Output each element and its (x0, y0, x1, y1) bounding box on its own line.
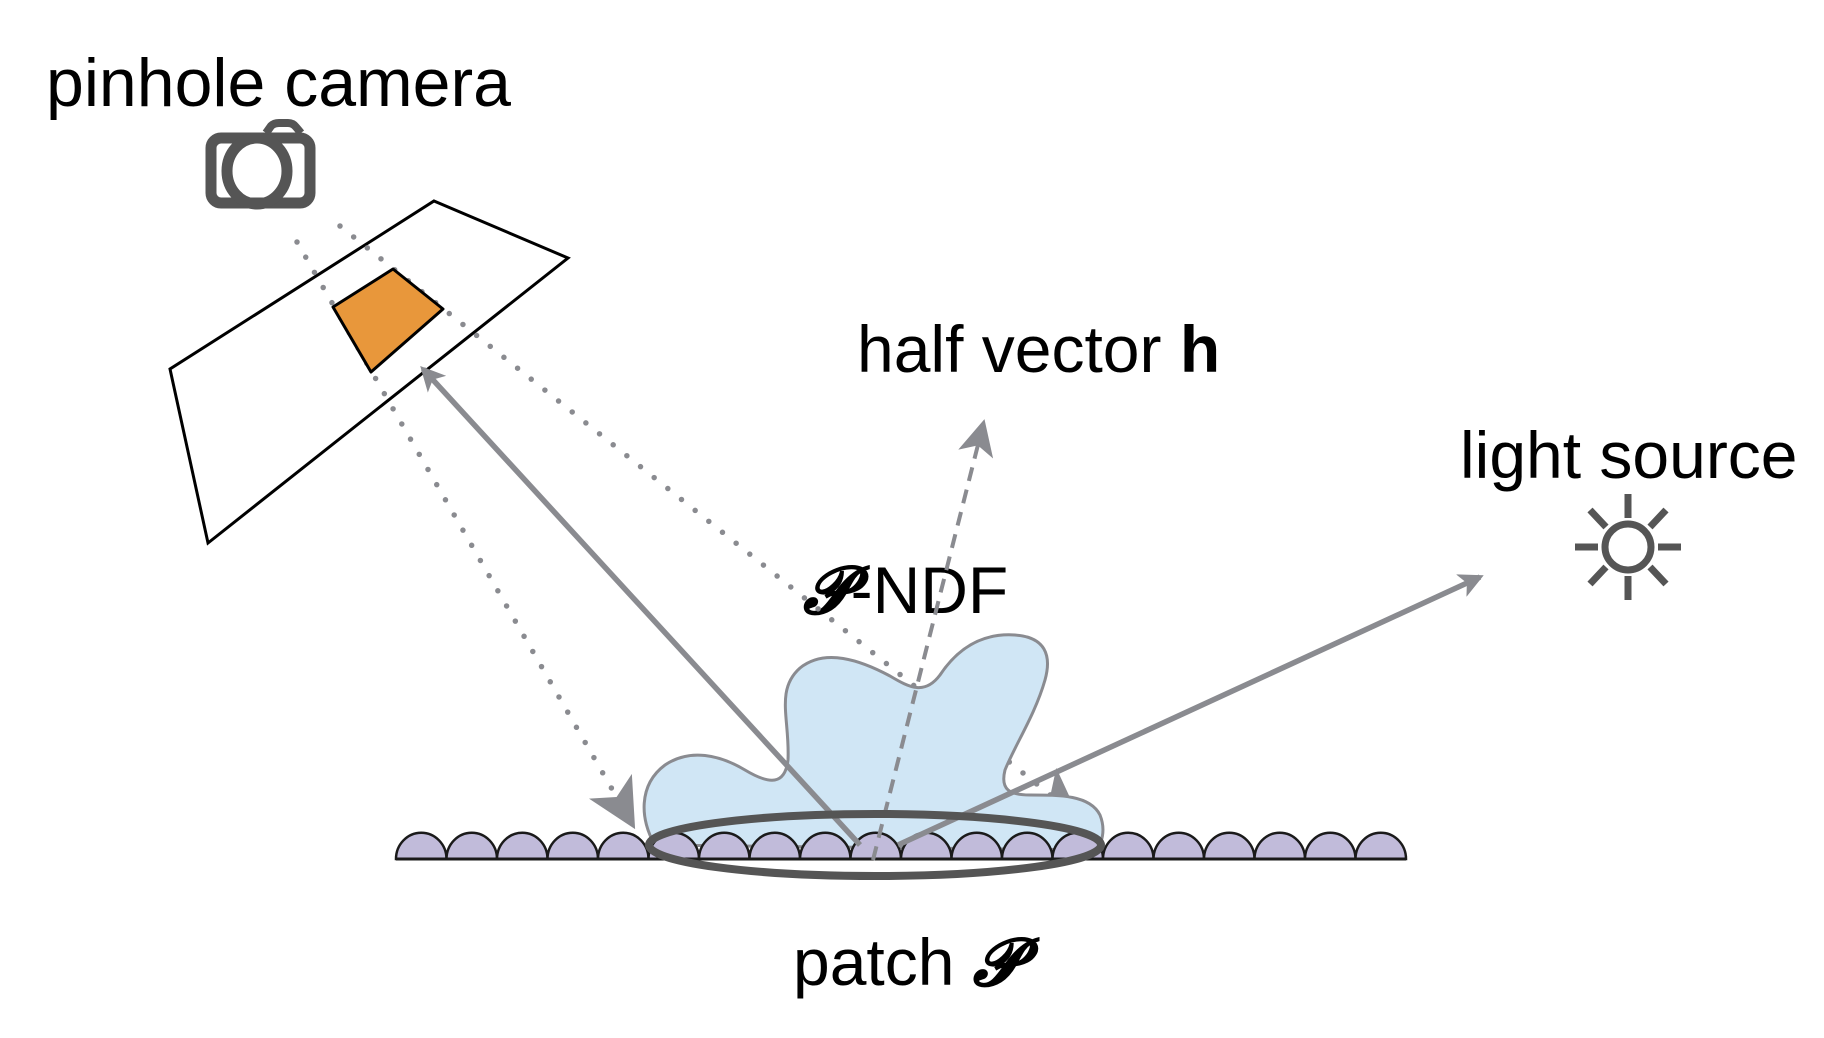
half-vector-label: half vector h (857, 312, 1220, 386)
light-direction-arrow (896, 574, 1484, 848)
microfacet-bump (445, 831, 499, 861)
microfacet-bump (950, 831, 1004, 861)
pixel-footprint (331, 267, 445, 374)
microfacet-bump (596, 831, 650, 861)
microfacet-bump (697, 831, 751, 861)
microfacet-bump (1000, 831, 1054, 861)
pinhole-camera-label: pinhole camera (46, 45, 511, 121)
microfacet-bump (495, 831, 549, 861)
p-ndf-text: -NDF (851, 553, 1009, 627)
patch-symbol: 𝓟 (973, 923, 1040, 1001)
camera-icon (205, 119, 316, 210)
microfacet-bump (1303, 831, 1357, 861)
microfacet-bump (748, 831, 802, 861)
microfacet-bump (1101, 831, 1155, 861)
patch-label: patch 𝓟 (793, 923, 1040, 1001)
image-plane (168, 199, 571, 546)
half-vector-symbol: h (1180, 312, 1220, 386)
half-vector-text: half vector (857, 312, 1180, 386)
patch-ellipse (645, 810, 1105, 880)
microfacet-bump (394, 831, 448, 861)
microfacet-bump (546, 831, 600, 861)
microfacet-bump (1202, 831, 1256, 861)
half-vector-arrow (871, 419, 994, 861)
sun-icon (1575, 494, 1681, 600)
microfacet-bump (798, 831, 852, 861)
patch-text: patch (793, 925, 973, 999)
microfacet-surface (394, 831, 1408, 861)
p-ndf-label: 𝓟-NDF (803, 551, 1008, 629)
light-source-label: light source (1460, 418, 1798, 492)
microfacet-bump (1152, 831, 1206, 861)
microfacet-bump (1253, 831, 1307, 861)
p-ndf-lobe (642, 633, 1105, 852)
view-ray-right (337, 223, 1080, 819)
microfacet-bump (1354, 831, 1408, 861)
camera-direction-arrow (420, 365, 863, 847)
view-ray-left (294, 239, 636, 830)
microfacet-bump (849, 831, 903, 861)
